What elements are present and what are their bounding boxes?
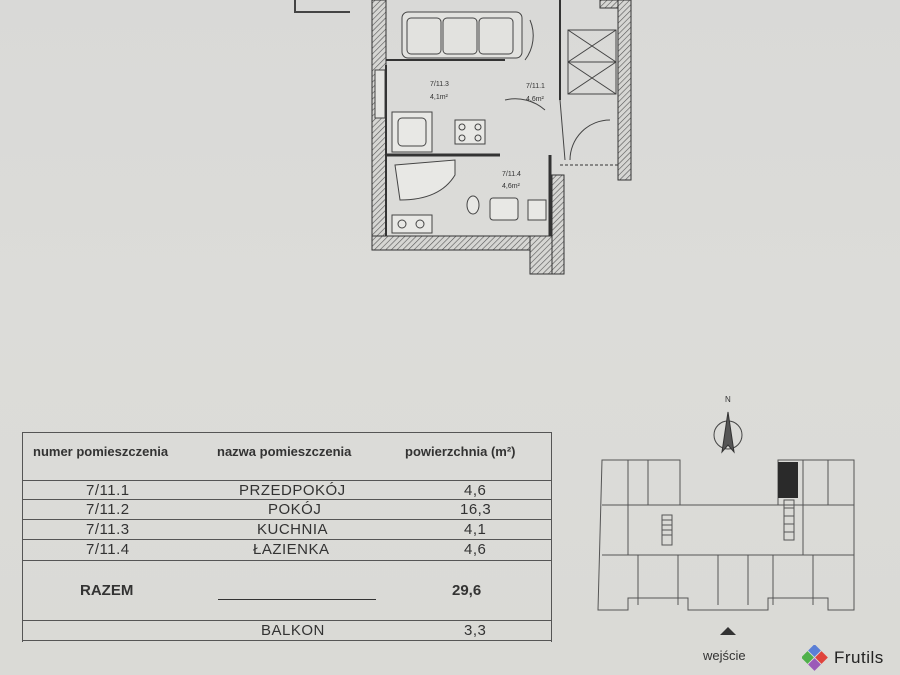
kitchen-counter-icon: [391, 111, 486, 153]
wall-right: [617, 0, 632, 181]
row-1-name: PRZEDPOKÓJ: [239, 482, 346, 499]
room-label-bathroom: 7/11.4: [502, 171, 521, 178]
room-label-kitchen: 7/11.3: [430, 81, 449, 88]
room-label-hallway: 7/11.1: [526, 83, 545, 90]
toilet-icon: [466, 195, 480, 215]
header-room-name: nazwa pomieszczenia: [217, 444, 352, 459]
row-4-name: ŁAZIENKA: [253, 541, 330, 558]
frutils-logo: Frutils: [802, 645, 884, 671]
room-area-hallway: 4,6m²: [526, 96, 545, 103]
wall-bottom: [371, 235, 533, 251]
row-3-number: 7/11.3: [86, 521, 130, 538]
total-area: 29,6: [452, 582, 482, 599]
entrance-label: wejście: [703, 648, 746, 663]
row-2-area: 16,3: [460, 501, 492, 518]
compass-icon: N: [713, 395, 743, 454]
wall-right-lower: [551, 174, 565, 275]
apartment-floor-plan: 7/11.3 4,1m² 7/11.1 4,6m² 7/11.4 4,6m²: [294, 0, 632, 275]
wall-left: [371, 0, 387, 251]
sink-icon: [489, 197, 547, 221]
balcony-area: 3,3: [464, 622, 487, 639]
bathtub-icon: [394, 159, 456, 201]
frutils-logo-icon: [802, 645, 828, 671]
row-1-area: 4,6: [464, 482, 487, 499]
washing-machine-icon: [391, 214, 433, 234]
wardrobe-icon: [567, 29, 617, 95]
room-area-bathroom: 4,6m²: [502, 183, 521, 190]
room-area-kitchen: 4,1m²: [430, 94, 449, 101]
row-1-number: 7/11.1: [86, 482, 130, 499]
building-key-plan: N: [597, 395, 855, 635]
total-underline: [218, 599, 376, 600]
row-4-number: 7/11.4: [86, 541, 130, 558]
header-area: powierzchnia (m²): [405, 444, 516, 459]
compass-north-letter: N: [725, 395, 731, 404]
apartment-highlight: [778, 462, 798, 498]
entrance-arrow-icon: [720, 627, 736, 635]
room-area-table: numer pomieszczenia nazwa pomieszczenia …: [22, 432, 552, 642]
row-2-number: 7/11.2: [86, 501, 130, 518]
total-label: RAZEM: [80, 582, 134, 599]
frutils-logo-text: Frutils: [834, 648, 884, 667]
balcony-name: BALKON: [261, 622, 325, 639]
row-3-name: KUCHNIA: [257, 521, 329, 538]
header-room-number: numer pomieszczenia: [33, 444, 169, 459]
window-left: [374, 69, 386, 119]
row-3-area: 4,1: [464, 521, 487, 538]
wall-stub: [599, 0, 619, 9]
row-4-area: 4,6: [464, 541, 487, 558]
row-2-name: POKÓJ: [268, 501, 322, 518]
sofa-icon: [401, 11, 523, 59]
